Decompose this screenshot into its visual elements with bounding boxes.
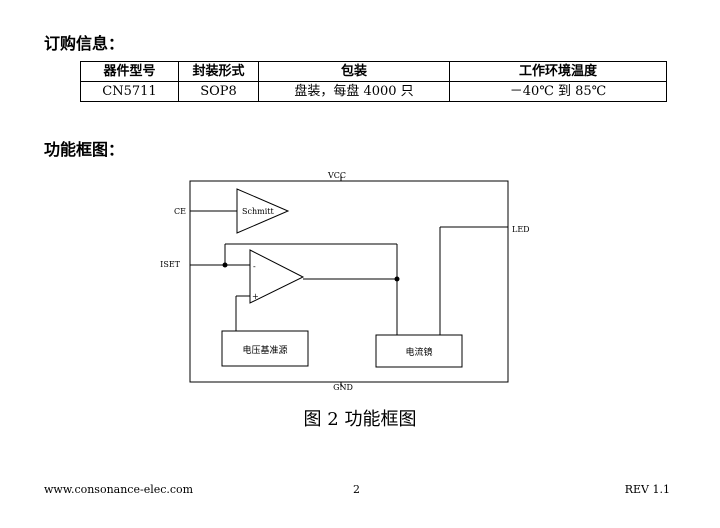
gnd-label: GND xyxy=(333,383,353,392)
current-mirror-label: 电流镜 xyxy=(405,346,432,358)
cell-part-number: CN5711 xyxy=(80,81,179,102)
voltage-reference-block xyxy=(221,330,309,367)
footer-revision: REV 1.1 xyxy=(624,483,670,496)
cell-package: SOP8 xyxy=(178,81,259,102)
voltage-reference-label: 电压基准源 xyxy=(242,344,287,356)
table-header-row: 器件型号 封装形式 包装 工作环境温度 xyxy=(80,61,667,82)
order-info-heading: 订购信息： xyxy=(44,34,125,53)
cell-packing: 盘装，每盘 4000 只 xyxy=(258,81,450,102)
schmitt-trigger-symbol xyxy=(236,188,290,234)
cell-temperature: －40℃ 到 85℃ xyxy=(449,81,667,102)
output-junction-dot xyxy=(394,276,400,282)
led-label: LED xyxy=(512,225,530,234)
schmitt-label: Schmitt xyxy=(242,207,274,216)
footer-page-number: 2 xyxy=(353,483,360,496)
vcc-label: VCC xyxy=(327,171,346,180)
chip-outline xyxy=(189,180,509,383)
opamp-symbol xyxy=(249,249,305,304)
order-info-table: 器件型号 封装形式 包装 工作环境温度 CN5711 SOP8 盘装，每盘 40… xyxy=(80,61,667,102)
current-mirror-block xyxy=(375,334,463,368)
table-row: CN5711 SOP8 盘装，每盘 4000 只 －40℃ 到 85℃ xyxy=(80,81,667,102)
opamp-minus-label: - xyxy=(253,262,256,271)
opamp-plus-label: + xyxy=(252,292,259,301)
function-diagram-heading: 功能框图： xyxy=(44,140,125,159)
footer-website: www.consonance-elec.com xyxy=(44,483,194,496)
figure-caption: 图 2 功能框图 xyxy=(303,409,417,430)
ce-label: CE xyxy=(174,207,186,216)
col-header-package: 封装形式 xyxy=(178,61,259,82)
iset-label: ISET xyxy=(160,260,180,269)
